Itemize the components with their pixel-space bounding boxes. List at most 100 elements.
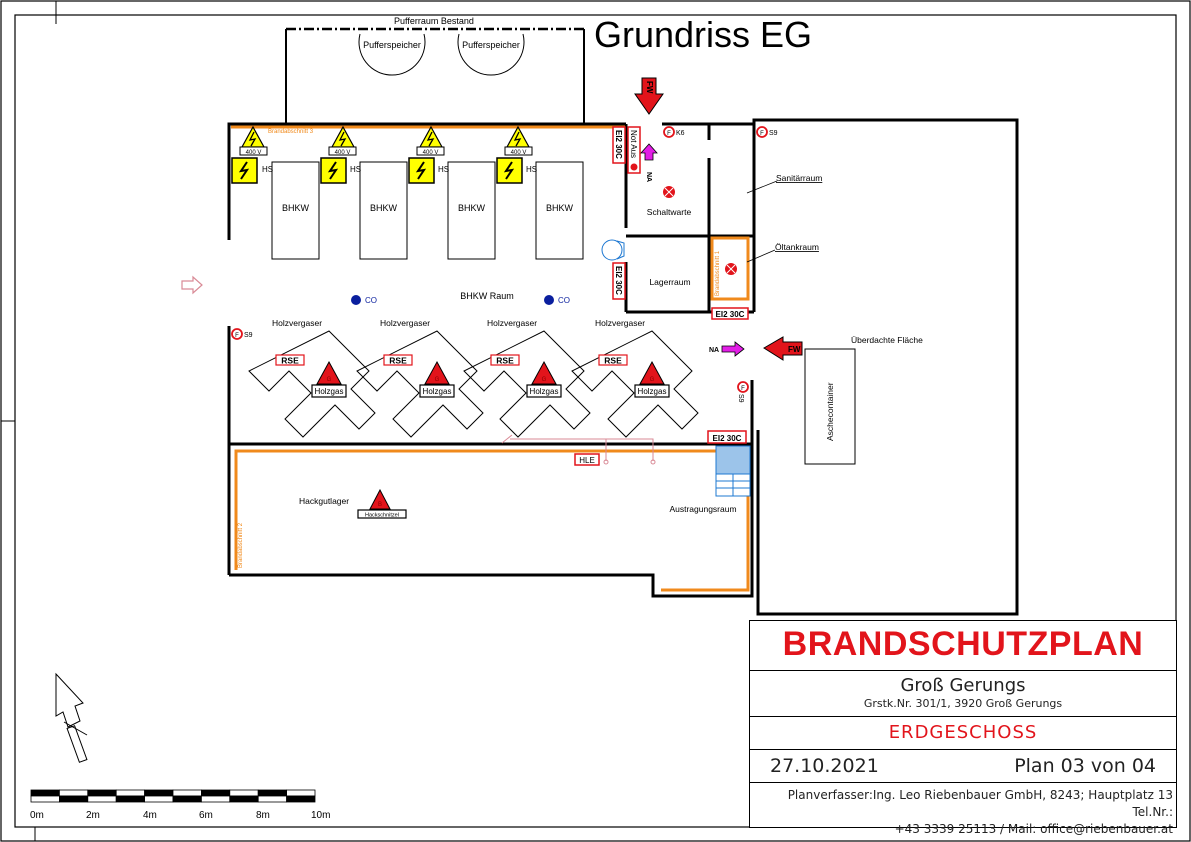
door-rating: EI2 30C	[612, 126, 626, 164]
hackgutlager-label: Hackgutlager	[299, 496, 349, 506]
rse-marker	[490, 354, 520, 366]
svg-text:G: G	[327, 377, 332, 383]
fire-extinguisher: F K6	[663, 126, 685, 138]
co-detector-icon	[351, 295, 361, 305]
sanitaerraum-label: Sanitärraum	[776, 173, 822, 183]
fire-brigade-arrow-icon	[634, 77, 664, 115]
svg-text:CO: CO	[558, 296, 570, 305]
pufferspeicher-label: Pufferspeicher	[363, 40, 421, 50]
svg-text:HLE: HLE	[579, 456, 595, 465]
svg-text:FW: FW	[788, 345, 801, 354]
pufferraum-bestand: Pufferraum Bestand Pufferspeicher Puffer…	[285, 16, 585, 125]
high-voltage-warning-icon	[419, 126, 443, 148]
svg-text:Holzvergaser: Holzvergaser	[380, 318, 430, 328]
svg-text:Holzgas: Holzgas	[315, 387, 344, 396]
fire-extinguisher-icon	[231, 328, 243, 340]
svg-text:NA: NA	[709, 347, 719, 354]
door-swing	[601, 239, 625, 261]
svg-text:S9: S9	[244, 332, 253, 339]
scale-segment	[257, 789, 288, 797]
svg-text:EI2 30C: EI2 30C	[716, 310, 745, 319]
scale-segment	[172, 789, 202, 797]
main-switch-icon	[496, 157, 523, 184]
emergency-stop-icon	[630, 163, 638, 171]
hackschnitzel-label: Hackschnitzel	[365, 513, 399, 519]
svg-text:400 V: 400 V	[246, 150, 262, 156]
svg-text:400 V: 400 V	[511, 150, 527, 156]
svg-text:B: B	[378, 502, 382, 508]
gas-warning-icon	[424, 360, 450, 385]
svg-text:HS: HS	[438, 165, 449, 174]
schaltwarte-label: Schaltwarte	[647, 207, 692, 217]
svg-text:EI2 30C: EI2 30C	[614, 266, 623, 295]
scale-label: 8m	[256, 810, 270, 821]
svg-text:G: G	[650, 377, 655, 383]
scale-segment	[229, 795, 259, 803]
fire-brigade-access-side: FW	[763, 336, 803, 361]
scale-segment	[115, 795, 145, 803]
pufferspeicher-tank	[457, 33, 525, 76]
oeltankraum-label: Öltankraum	[775, 242, 819, 252]
svg-text:K6: K6	[676, 130, 685, 137]
co-detector-icon	[544, 295, 554, 305]
scale-segment	[59, 795, 89, 803]
lagerraum-label: Lagerraum	[649, 277, 690, 287]
bhkw-unit: BHKW 400 V HS	[231, 126, 320, 260]
scale-label: 4m	[143, 810, 157, 821]
svg-text:RSE: RSE	[496, 356, 514, 366]
bhkw-units: BHKW 400 V HS BHKW 400 V HS BHKW 400 V H…	[231, 126, 584, 260]
svg-text:EI2 30C: EI2 30C	[614, 130, 623, 159]
svg-text:F: F	[235, 333, 239, 339]
scale-segment	[59, 789, 89, 797]
aschecontainer-label: Aschecontainer	[825, 382, 835, 441]
plan-title: BRANDSCHUTZPLAN	[782, 625, 1144, 663]
co-detector: CO	[351, 295, 377, 305]
svg-text:S9: S9	[769, 130, 778, 137]
svg-text:400 V: 400 V	[423, 150, 439, 156]
scale-segment	[115, 789, 145, 797]
fire-extinguisher-icon	[663, 126, 675, 138]
emergency-exit-arrow-icon	[721, 341, 745, 357]
svg-text:Holzvergaser: Holzvergaser	[487, 318, 537, 328]
title-block: BRANDSCHUTZPLAN Groß Gerungs Grstk.Nr. 3…	[749, 620, 1177, 836]
svg-text:Not Aus: Not Aus	[629, 130, 638, 158]
brandabschnitt-2-line	[234, 449, 750, 592]
parcel-address: Grstk.Nr. 301/1, 3920 Groß Gerungs	[863, 697, 1063, 710]
scale-label: 10m	[311, 810, 330, 821]
svg-text:400 V: 400 V	[335, 150, 351, 156]
svg-text:RSE: RSE	[281, 356, 299, 366]
scale-label: 0m	[30, 810, 44, 821]
scale-label: 2m	[86, 810, 100, 821]
emergency-exit-side: NA	[709, 341, 745, 357]
discharge-system	[715, 445, 751, 497]
main-switch-icon	[231, 157, 258, 184]
svg-text:BHKW: BHKW	[282, 203, 310, 213]
svg-text:RSE: RSE	[389, 356, 407, 366]
bhkw-raum-label: BHKW Raum	[460, 291, 514, 301]
fire-extinguisher-icon	[737, 381, 749, 393]
scale-segment	[286, 789, 316, 797]
bhkw-unit: BHKW 400 V HS	[408, 126, 496, 260]
svg-text:Holzvergaser: Holzvergaser	[595, 318, 645, 328]
rse-marker	[275, 354, 305, 366]
scale-segment	[144, 789, 174, 797]
door-rating: EI2 30C	[707, 430, 747, 444]
pufferraum-label: Pufferraum Bestand	[394, 16, 474, 26]
scale-segment	[200, 795, 231, 803]
fuel-warning-icon	[369, 488, 391, 510]
main-switch-icon	[408, 157, 435, 184]
north-arrow-icon	[55, 672, 88, 763]
brandabschnitt-1-box	[710, 236, 750, 301]
rse-marker	[383, 354, 413, 366]
emergency-exit-top: NA	[640, 143, 658, 182]
door-rating: EI2 30C	[612, 262, 626, 300]
gas-warning-icon	[531, 360, 557, 385]
entrance-arrow-icon	[181, 275, 203, 295]
svg-text:CO: CO	[365, 296, 377, 305]
emergency-stop: Not Aus	[627, 126, 641, 174]
scale-segment	[30, 789, 60, 797]
svg-text:BHKW: BHKW	[458, 203, 486, 213]
location-section: Groß Gerungs Grstk.Nr. 301/1, 3920 Groß …	[750, 670, 1176, 716]
high-voltage-warning-icon	[506, 126, 530, 148]
